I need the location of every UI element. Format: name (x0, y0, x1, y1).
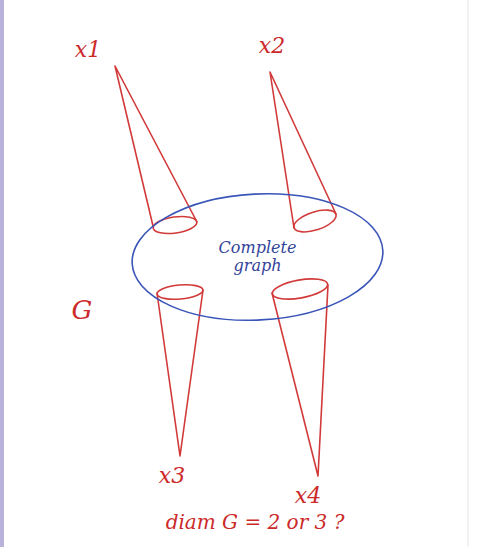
vertex-label: x2 (259, 34, 285, 58)
cone-line (115, 66, 197, 226)
vertex-label: x4 (295, 484, 321, 508)
vertex-label: x3 (159, 464, 185, 488)
slide-border (468, 0, 469, 547)
caption-note: diam G = 2 or 3 ? (166, 511, 345, 533)
graph-ellipse: Complete graph (130, 192, 385, 322)
cone-line (272, 285, 328, 476)
slide-border (0, 0, 4, 547)
cone-line (270, 72, 336, 228)
graph-label: G (72, 296, 93, 325)
ellipse-outline (129, 188, 386, 327)
cone-base (152, 214, 198, 236)
node-text: Complete graph (212, 239, 304, 276)
cone-base (291, 206, 338, 237)
cone-base (156, 283, 203, 301)
cone-base (271, 275, 329, 302)
vertex-label: x1 (75, 38, 101, 62)
